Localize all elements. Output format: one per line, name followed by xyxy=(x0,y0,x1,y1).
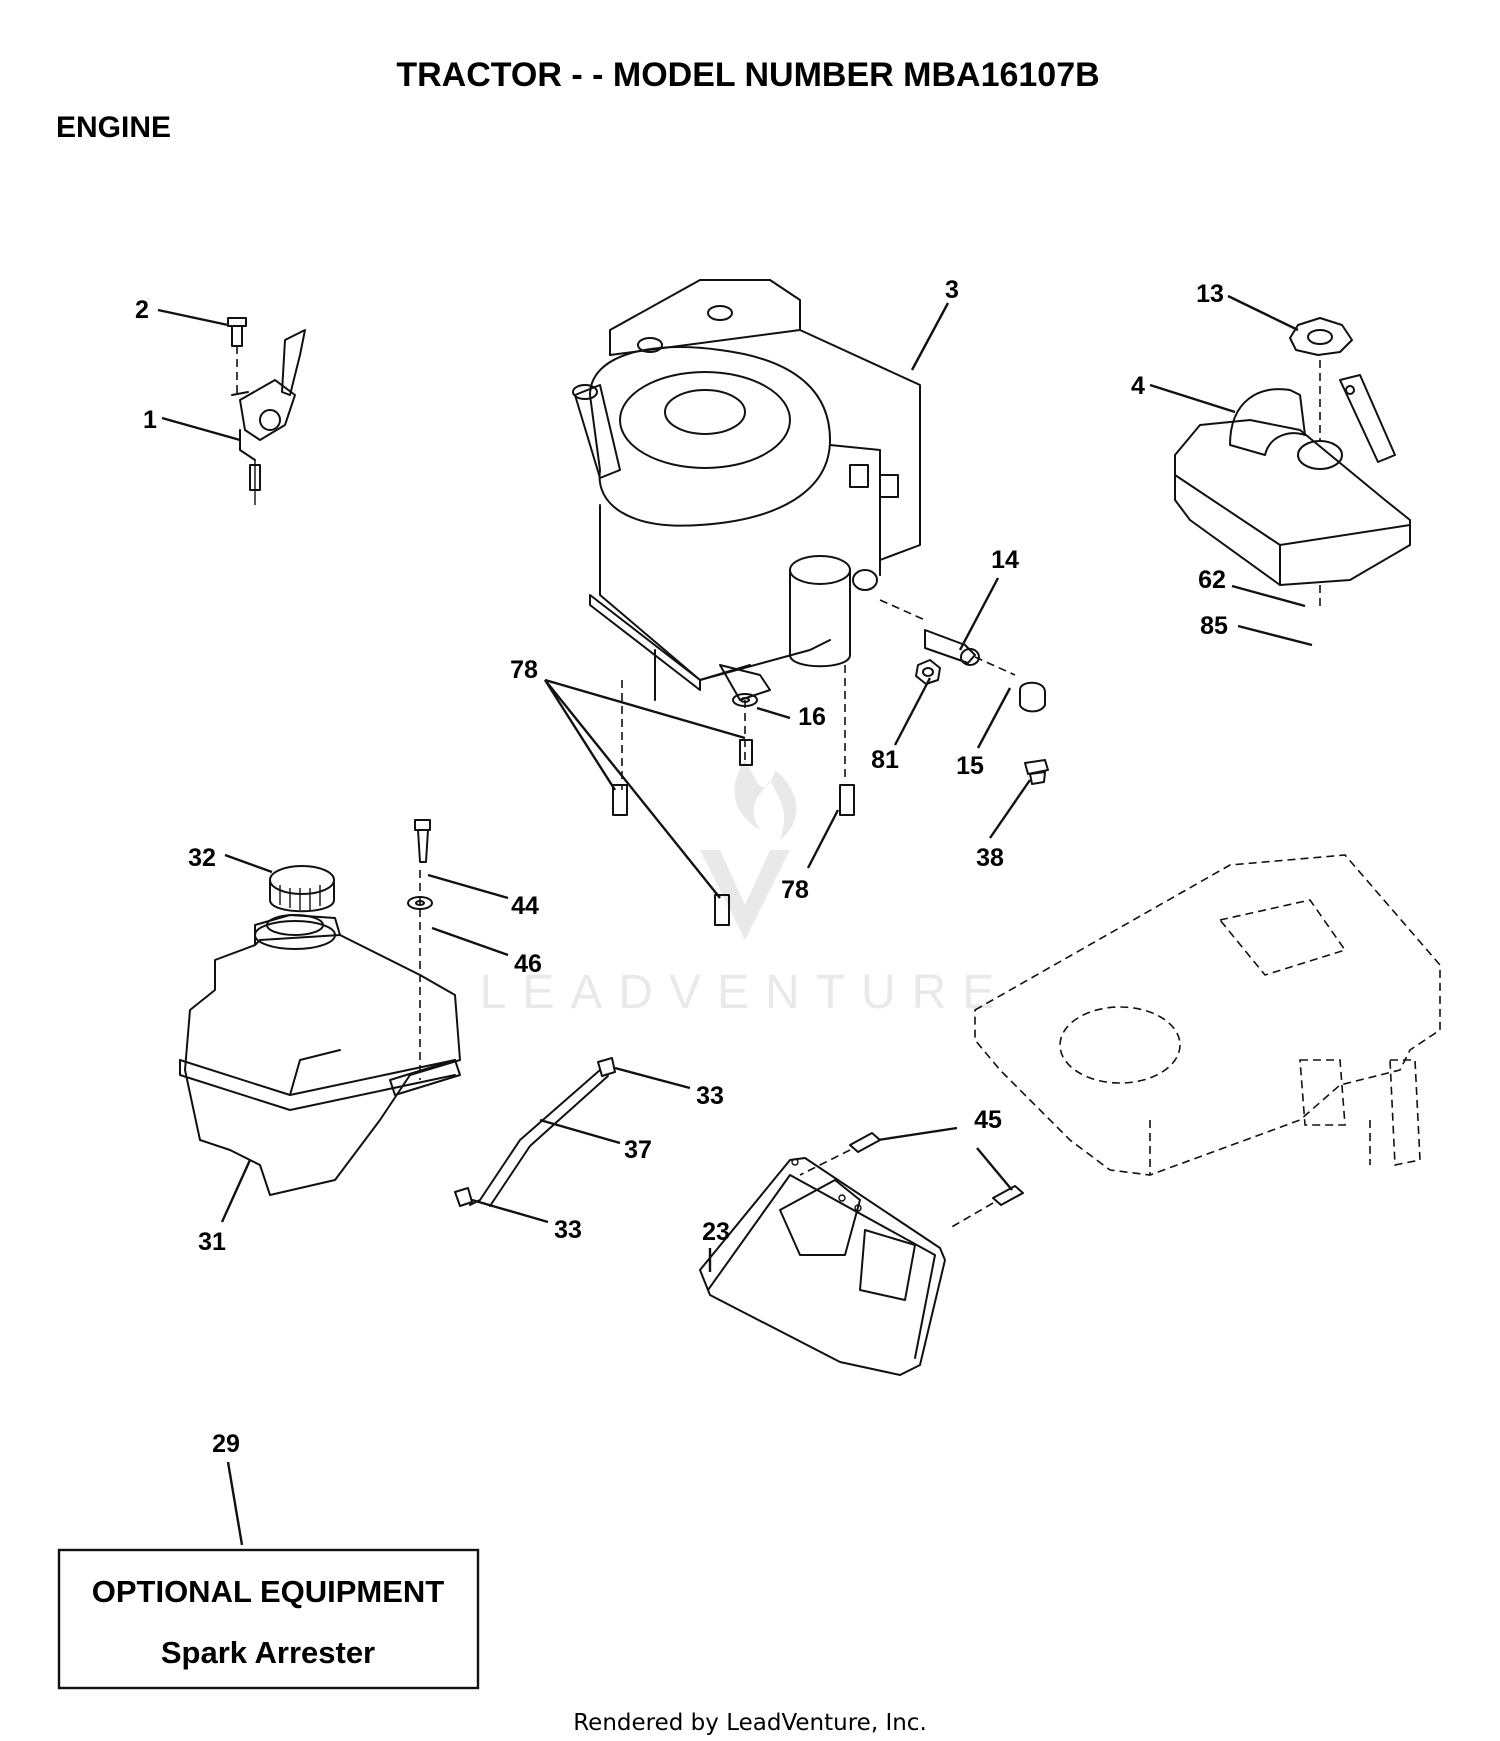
callout-37[interactable]: 37 xyxy=(624,1136,652,1164)
part-33-hose-clamp-upper[interactable] xyxy=(597,1057,616,1077)
optional-equipment-heading: OPTIONAL EQUIPMENT xyxy=(92,1574,445,1609)
part-1-throttle-control[interactable] xyxy=(231,329,306,505)
callout-85[interactable]: 85 xyxy=(1200,612,1228,640)
part-31-fuel-tank[interactable] xyxy=(179,870,461,1196)
callout-13[interactable]: 13 xyxy=(1196,280,1224,308)
footer-credit: Rendered by LeadVenture, Inc. xyxy=(573,1710,927,1736)
callout-38[interactable]: 38 xyxy=(976,844,1004,872)
callout-33-lower[interactable]: 33 xyxy=(554,1216,582,1244)
callout-4[interactable]: 4 xyxy=(1131,372,1145,400)
callout-31[interactable]: 31 xyxy=(198,1228,226,1256)
part-13-gasket[interactable] xyxy=(1289,317,1353,356)
part-3-engine[interactable] xyxy=(572,279,926,790)
part-44-screw[interactable] xyxy=(414,819,431,863)
callout-2[interactable]: 2 xyxy=(135,296,149,324)
callout-46[interactable]: 46 xyxy=(514,950,542,978)
section-label: ENGINE xyxy=(56,111,171,144)
part-32-fuel-cap[interactable] xyxy=(269,865,335,913)
callout-16[interactable]: 16 xyxy=(798,703,826,731)
part-33-hose-clamp-lower[interactable] xyxy=(454,1187,473,1207)
watermark-text: LEADVENTURE xyxy=(480,966,1011,1019)
optional-equipment-box[interactable]: OPTIONAL EQUIPMENT Spark Arrester xyxy=(57,1548,480,1690)
callout-23[interactable]: 23 xyxy=(702,1218,730,1246)
callout-leader-lines xyxy=(157,294,1313,1546)
callout-45[interactable]: 45 xyxy=(974,1106,1002,1134)
callout-3[interactable]: 3 xyxy=(945,276,959,304)
callout-15[interactable]: 15 xyxy=(956,752,984,780)
part-16-washer[interactable] xyxy=(732,693,758,707)
callout-78-lower[interactable]: 78 xyxy=(781,876,809,904)
callout-78-upper[interactable]: 78 xyxy=(510,656,538,684)
callout-29[interactable]: 29 xyxy=(212,1430,240,1458)
callout-32[interactable]: 32 xyxy=(188,844,216,872)
part-37-fuel-line[interactable] xyxy=(469,1069,609,1207)
part-15-elbow[interactable] xyxy=(1019,681,1046,713)
callout-1[interactable]: 1 xyxy=(143,406,157,434)
part-4-muffler[interactable] xyxy=(1174,360,1411,610)
callout-44[interactable]: 44 xyxy=(511,892,539,920)
part-81-nut[interactable] xyxy=(915,659,941,685)
callout-14[interactable]: 14 xyxy=(991,546,1019,574)
part-2-screw[interactable] xyxy=(227,317,247,395)
leadventure-watermark: LEADVENTURE xyxy=(480,760,1011,1019)
part-38-cap-screw[interactable] xyxy=(1024,759,1049,785)
callout-labels: 2 1 3 13 4 62 85 14 78 16 81 15 38 78 32… xyxy=(135,276,1228,1458)
part-46-washer[interactable] xyxy=(407,896,433,910)
callout-33-upper[interactable]: 33 xyxy=(696,1082,724,1110)
diagram-title: TRACTOR - - MODEL NUMBER MBA16107B xyxy=(396,56,1099,94)
callout-81[interactable]: 81 xyxy=(871,746,899,774)
part-78-bolts[interactable] xyxy=(612,739,855,926)
callout-62[interactable]: 62 xyxy=(1198,566,1226,594)
part-14-pipe-nipple[interactable] xyxy=(924,629,1016,676)
optional-equipment-item: Spark Arrester xyxy=(161,1635,375,1670)
part-23-heat-shield[interactable] xyxy=(699,1157,946,1376)
tractor-frame-outline xyxy=(974,854,1441,1176)
